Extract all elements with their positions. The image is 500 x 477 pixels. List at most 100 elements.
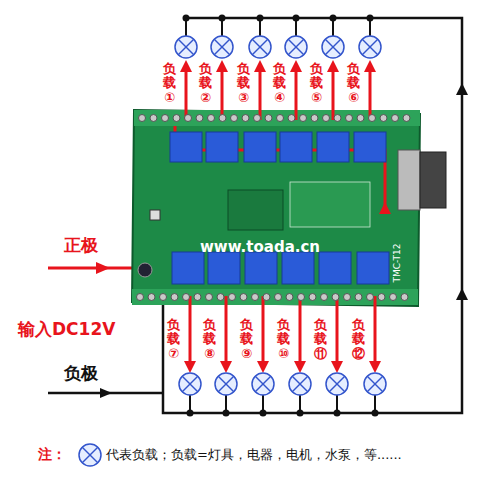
load-lamp	[211, 36, 233, 58]
junction-dot	[372, 410, 379, 417]
load-lamp	[175, 36, 197, 58]
load-wire	[225, 296, 228, 362]
lamp-cross	[252, 39, 268, 55]
lamp-cross	[214, 39, 230, 55]
lamp-cross	[325, 39, 341, 55]
terminal-screw	[286, 294, 293, 301]
terminal-screw	[401, 294, 408, 301]
load-label: 负载①	[163, 62, 176, 105]
lamp-cross	[367, 376, 383, 392]
relay	[244, 132, 276, 162]
lamp-cross	[218, 376, 234, 392]
relay	[282, 252, 314, 284]
load-wire	[374, 296, 377, 362]
relay	[172, 252, 204, 284]
load-label: 负载②	[199, 62, 212, 105]
relay	[245, 252, 277, 284]
watermark: www.toada.cn	[200, 238, 320, 256]
load-wire	[332, 70, 335, 120]
arrow-head	[364, 60, 376, 72]
lamp-cross	[329, 376, 345, 392]
relay	[317, 132, 349, 162]
arrow-head	[220, 361, 232, 373]
terminal-screw	[231, 115, 238, 122]
load-wire	[369, 70, 372, 120]
lamp-cross	[292, 376, 308, 392]
note-label: 注：	[38, 446, 66, 464]
terminal-screw	[162, 115, 169, 122]
terminal-screw	[160, 294, 167, 301]
terminal-screw	[275, 294, 282, 301]
load-wire	[295, 70, 298, 120]
terminal-screw	[265, 115, 272, 122]
junction-dot	[223, 410, 230, 417]
relay	[354, 132, 386, 162]
terminal-screw	[309, 294, 316, 301]
lamp-cross	[329, 376, 345, 392]
load-wire	[259, 70, 262, 120]
terminal-screw	[277, 115, 284, 122]
relay	[206, 132, 238, 162]
terminal-screw	[206, 294, 213, 301]
terminal-screw	[219, 115, 226, 122]
terminal-screw	[208, 115, 215, 122]
terminal-screw	[194, 294, 201, 301]
lamp-cross	[178, 39, 194, 55]
terminal-screw	[311, 115, 318, 122]
legend-text: 代表负载；负载=灯具，电器，电机，水泵，等......	[106, 446, 402, 464]
terminal-screw	[355, 294, 362, 301]
terminal-screw	[346, 115, 353, 122]
terminal-screw	[173, 115, 180, 122]
junction-dot	[183, 15, 190, 22]
terminal-screw	[321, 294, 328, 301]
terminal-screw	[150, 115, 157, 122]
lamp-cross	[288, 39, 304, 55]
arrow-head	[216, 60, 228, 72]
relay	[208, 252, 240, 284]
terminal-screw	[288, 115, 295, 122]
terminal-screw	[229, 294, 236, 301]
terminal-screw	[357, 115, 364, 122]
arrow-head	[331, 361, 343, 373]
lamp-cross	[182, 376, 198, 392]
terminal-screw	[183, 294, 190, 301]
load-lamp	[364, 373, 386, 395]
junction-dot	[219, 15, 226, 22]
lamp-cross	[214, 39, 230, 55]
load-lamp	[289, 373, 311, 395]
load-wire	[221, 70, 224, 120]
load-label: 负载⑫	[352, 318, 365, 361]
lamp-cross	[367, 376, 383, 392]
junction-dot	[257, 15, 264, 22]
load-label: 负载④	[273, 62, 286, 105]
terminal-screw	[403, 115, 410, 122]
load-wire	[336, 296, 339, 362]
load-lamp	[252, 373, 274, 395]
terminal-screw	[334, 115, 341, 122]
load-label: 负载⑪	[314, 318, 327, 361]
arrow-head	[184, 361, 196, 373]
load-label: 负载⑥	[347, 62, 360, 105]
load-lamp	[215, 373, 237, 395]
load-label: 负载⑩	[277, 318, 290, 361]
arrow-head	[257, 361, 269, 373]
terminal-screw	[252, 294, 259, 301]
terminal-screw	[263, 294, 270, 301]
arrow-head	[369, 361, 381, 373]
load-label: 负载⑤	[310, 62, 323, 105]
relay	[319, 252, 351, 284]
load-wire	[185, 70, 188, 120]
positive-label: 正极	[64, 234, 98, 257]
arrow-head	[294, 361, 306, 373]
lamp-cross	[288, 39, 304, 55]
load-lamp	[249, 36, 271, 58]
terminal-screw	[240, 294, 247, 301]
junction-dot	[260, 410, 267, 417]
relay	[357, 252, 389, 284]
terminal-screw	[137, 294, 144, 301]
input-label: 输入DC12V	[18, 318, 115, 341]
terminal-screw	[392, 115, 399, 122]
lamp-cross	[325, 39, 341, 55]
load-lamp	[179, 373, 201, 395]
